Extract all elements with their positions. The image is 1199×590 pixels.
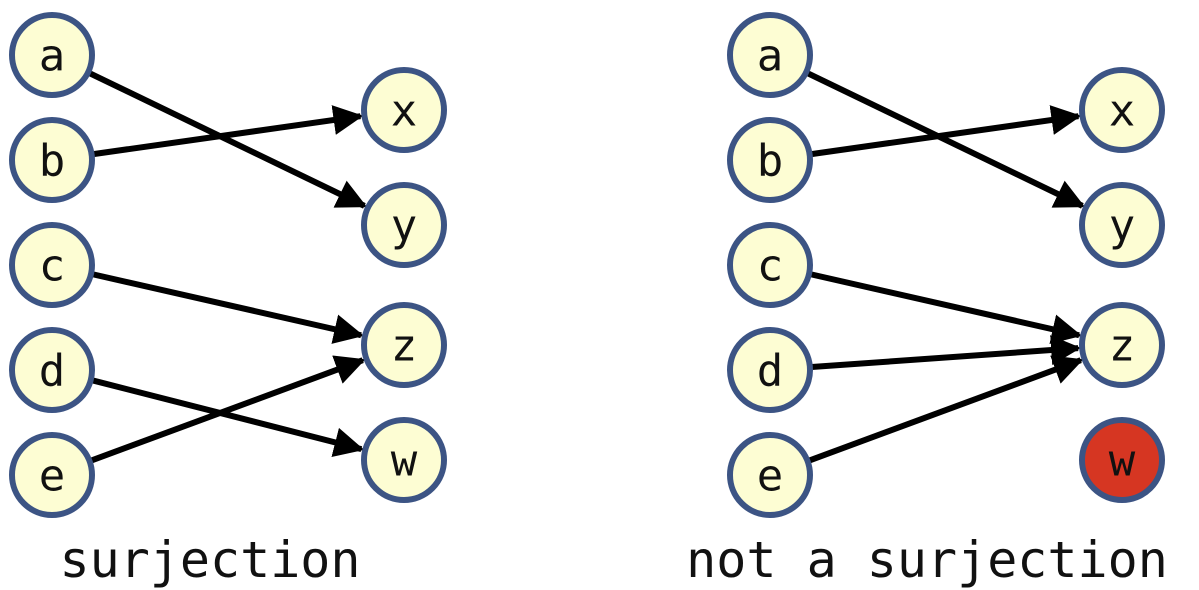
right-codomain-circle-x xyxy=(1079,67,1165,153)
left-domain-node-d: d xyxy=(9,327,95,413)
caption-surjection: surjection xyxy=(59,531,360,589)
right-domain-label-b: b xyxy=(757,136,784,187)
right-codomain-label-y: y xyxy=(1109,201,1136,252)
right-domain-node-c: c xyxy=(727,222,813,308)
right-domain-circle-a xyxy=(727,12,813,98)
left-domain-node-b: b xyxy=(9,117,95,203)
left-codomain-node-y: y xyxy=(361,182,447,268)
left-domain-label-a: a xyxy=(39,31,66,82)
left-domain-circle-a xyxy=(9,12,95,98)
left-domain-node-a: a xyxy=(9,12,95,98)
left-domain-circle-d xyxy=(9,327,95,413)
left-codomain-label-x: x xyxy=(391,86,418,137)
left-codomain-label-w: w xyxy=(391,436,418,487)
left-domain-label-c: c xyxy=(39,241,66,292)
right-domain-label-c: c xyxy=(757,241,784,292)
right-domain-circle-b xyxy=(727,117,813,203)
right-codomain-label-x: x xyxy=(1109,86,1136,137)
left-codomain-circle-w xyxy=(361,417,447,503)
right-codomain-label-z: z xyxy=(1109,321,1136,372)
left-domain-node-c: c xyxy=(9,222,95,308)
right-arrow-e-to-z xyxy=(806,355,1084,464)
left-arrow-e-to-z xyxy=(88,355,366,464)
left-codomain-circle-y xyxy=(361,182,447,268)
right-codomain-label-w: w xyxy=(1109,436,1136,487)
right-arrow-d-to-z xyxy=(809,335,1082,371)
left-arrow-d-to-w xyxy=(90,377,365,457)
right-domain-label-a: a xyxy=(757,31,784,82)
left-codomain-label-y: y xyxy=(391,201,418,252)
right-arrow-c-to-z xyxy=(808,270,1083,344)
right-codomain-node-x: x xyxy=(1079,67,1165,153)
left-codomain-node-z: z xyxy=(361,302,447,388)
left-codomain-node-w: w xyxy=(361,417,447,503)
right-arrow-b-to-x xyxy=(809,105,1082,158)
right-domain-circle-e xyxy=(727,432,813,518)
right-domain-node-b: b xyxy=(727,117,813,203)
left-arrow-b-to-x xyxy=(91,105,364,158)
right-codomain-node-z: z xyxy=(1079,302,1165,388)
left-domain-label-e: e xyxy=(39,451,66,502)
right-codomain-circle-y xyxy=(1079,182,1165,268)
left-domain-label-b: b xyxy=(39,136,66,187)
left-codomain-node-x: x xyxy=(361,67,447,153)
right-codomain-node-y: y xyxy=(1079,182,1165,268)
left-domain-node-e: e xyxy=(9,432,95,518)
right-arrow-a-to-y xyxy=(804,69,1086,209)
left-domain-label-d: d xyxy=(39,346,66,397)
right-domain-label-d: d xyxy=(757,346,784,397)
right-domain-circle-d xyxy=(727,327,813,413)
right-domain-circle-c xyxy=(727,222,813,308)
left-domain-circle-e xyxy=(9,432,95,518)
right-domain-node-a: a xyxy=(727,12,813,98)
right-codomain-circle-w xyxy=(1079,417,1165,503)
left-codomain-circle-z xyxy=(361,302,447,388)
left-domain-circle-b xyxy=(9,117,95,203)
right-domain-node-d: d xyxy=(727,327,813,413)
right-domain-node-e: e xyxy=(727,432,813,518)
left-codomain-label-z: z xyxy=(391,321,418,372)
left-domain-circle-c xyxy=(9,222,95,308)
right-codomain-circle-z xyxy=(1079,302,1165,388)
caption-not-a-surjection: not a surjection xyxy=(686,531,1168,589)
left-codomain-circle-x xyxy=(361,67,447,153)
right-domain-label-e: e xyxy=(757,451,784,502)
right-codomain-node-w: w xyxy=(1079,417,1165,503)
left-arrow-c-to-z xyxy=(90,270,365,344)
left-arrow-a-to-y xyxy=(86,69,368,209)
